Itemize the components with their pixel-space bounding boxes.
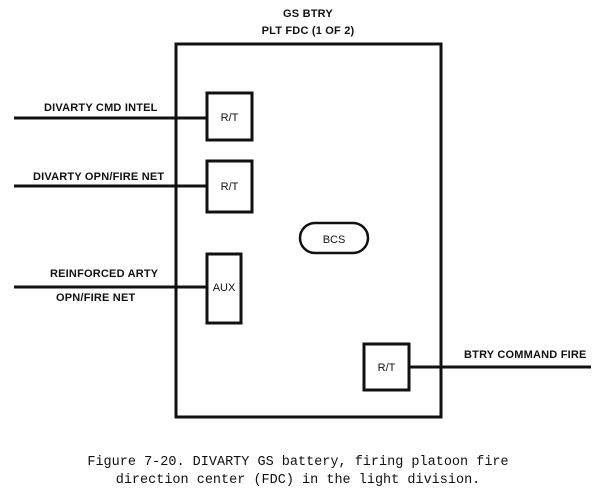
fdc-box (174, 42, 443, 419)
btry-command-label: BTRY COMMAND FIRE (464, 349, 587, 361)
header-title: GS BTRY (283, 8, 333, 20)
rt-top-label: R/T (221, 112, 239, 124)
bcs-node (298, 221, 370, 255)
rt-mid-label: R/T (221, 181, 239, 193)
header-subtitle: PLT FDC (1 OF 2) (262, 25, 355, 37)
rt-mid-box (205, 159, 254, 214)
rt-top-box (205, 91, 254, 142)
reinforced-label-2: OPN/FIRE NET (56, 292, 135, 304)
aux-box (205, 252, 243, 325)
reinforced-label-1: REINFORCED ARTY (50, 268, 159, 280)
rt-right-label: R/T (378, 362, 396, 374)
bcs-label: BCS (323, 234, 346, 246)
opn-fire-label: DIVARTY OPN/FIRE NET (33, 171, 164, 183)
caption-line-1: Figure 7-20. DIVARTY GS battery, firing … (87, 455, 508, 470)
cmd-intel-label: DIVARTY CMD INTEL (44, 102, 158, 114)
aux-label: AUX (213, 282, 236, 294)
caption-line-2: direction center (FDC) in the light divi… (116, 473, 481, 488)
